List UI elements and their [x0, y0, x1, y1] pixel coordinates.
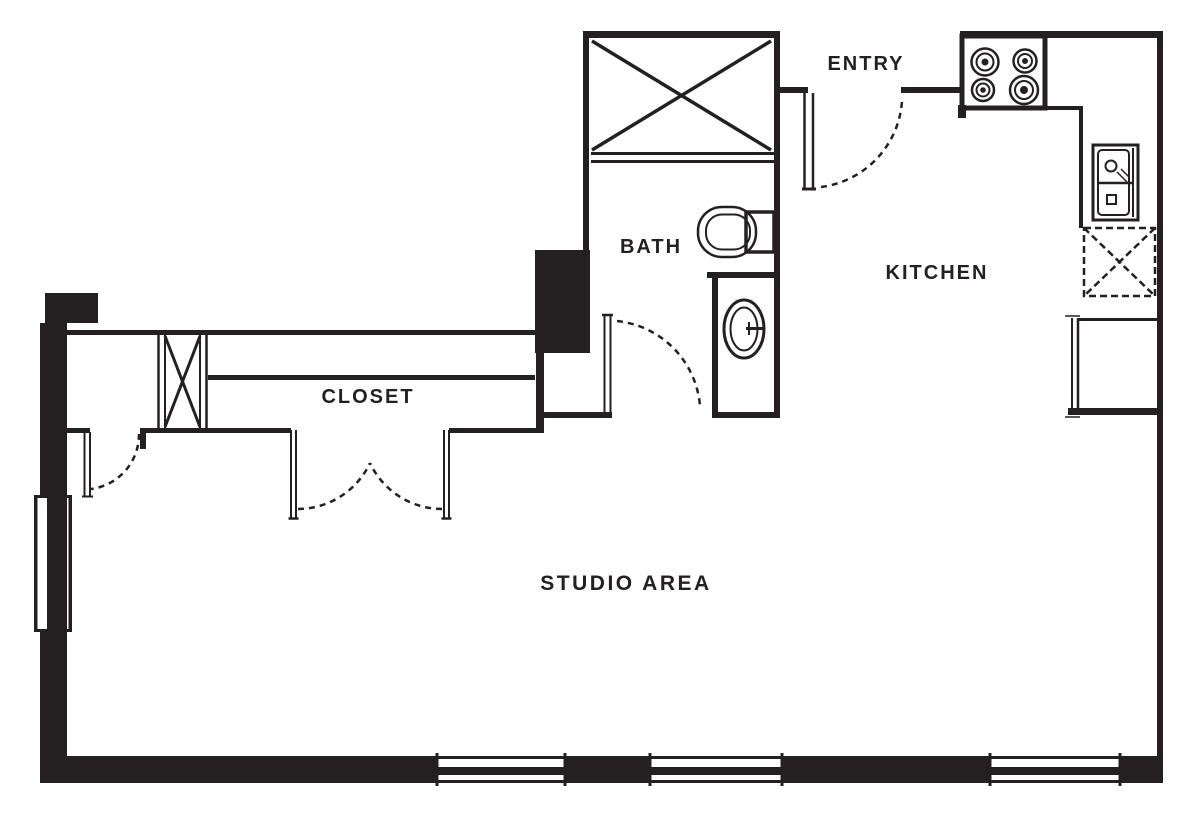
door-jamb-stub [140, 433, 146, 449]
bath-bottom-wall-right [712, 412, 780, 418]
bath-label: BATH [620, 236, 682, 258]
closet-front-wall [449, 428, 537, 433]
entry-wall-stub-left [780, 87, 808, 93]
bottom-window-2 [648, 753, 784, 786]
left-wall-upper [40, 323, 67, 497]
shower-icon [591, 39, 774, 163]
stove-icon [959, 33, 1048, 111]
entry-area: ENTRY [780, 53, 962, 191]
closet-front-wall [62, 428, 90, 433]
bottom-window-3 [988, 753, 1122, 786]
closet-back-wall [62, 330, 535, 335]
bath-left-wall [583, 38, 589, 252]
closet-area: CLOSET [62, 250, 590, 520]
kitchen-area: KITCHEN [886, 31, 1163, 783]
base-counter-icon [1065, 315, 1157, 418]
closet-front-wall [140, 428, 291, 433]
left-window [34, 495, 72, 632]
closet-label: CLOSET [321, 386, 414, 408]
entry-door-swing-arc [820, 100, 904, 189]
wall-column [535, 250, 590, 353]
counter-edge [1045, 106, 1083, 228]
closet-door-swing-arc [368, 462, 443, 511]
bath-divider-wall [707, 272, 780, 278]
sink-icon [722, 298, 766, 360]
studio-area-label: STUDIO AREA [540, 572, 711, 595]
entry-wall-stub-right [901, 87, 962, 93]
closet-shelf-line [208, 375, 535, 380]
kitchen-label: KITCHEN [886, 262, 989, 284]
bottom-exterior-wall [40, 753, 1163, 786]
left-exterior-wall [34, 293, 141, 783]
bath-right-wall [774, 38, 780, 418]
sink-alcove-wall [712, 278, 718, 412]
bathroom: BATH [540, 31, 780, 418]
bath-door [602, 313, 702, 414]
utility-closet-icon [157, 335, 208, 428]
closet-right-wall [536, 352, 544, 433]
upper-cabinet-icon [1082, 226, 1157, 298]
bath-bottom-wall-left [540, 412, 612, 418]
bath-door-swing-arc [616, 319, 702, 407]
closet-left-door [82, 432, 141, 498]
appliance-icon [1091, 143, 1140, 222]
stove-wall-stub [958, 105, 966, 118]
kitchen-top-wall [960, 31, 1163, 38]
entry-door [802, 93, 904, 191]
bath-top-wall [583, 31, 780, 38]
closet-double-door [288, 430, 452, 520]
right-exterior-wall [1157, 38, 1163, 783]
closet-door-swing-arc [297, 462, 372, 511]
bottom-window-1 [435, 753, 567, 786]
entry-label: ENTRY [827, 53, 904, 75]
wall-pier [45, 293, 98, 323]
left-door-swing-arc [90, 433, 141, 491]
toilet-icon [696, 205, 776, 259]
